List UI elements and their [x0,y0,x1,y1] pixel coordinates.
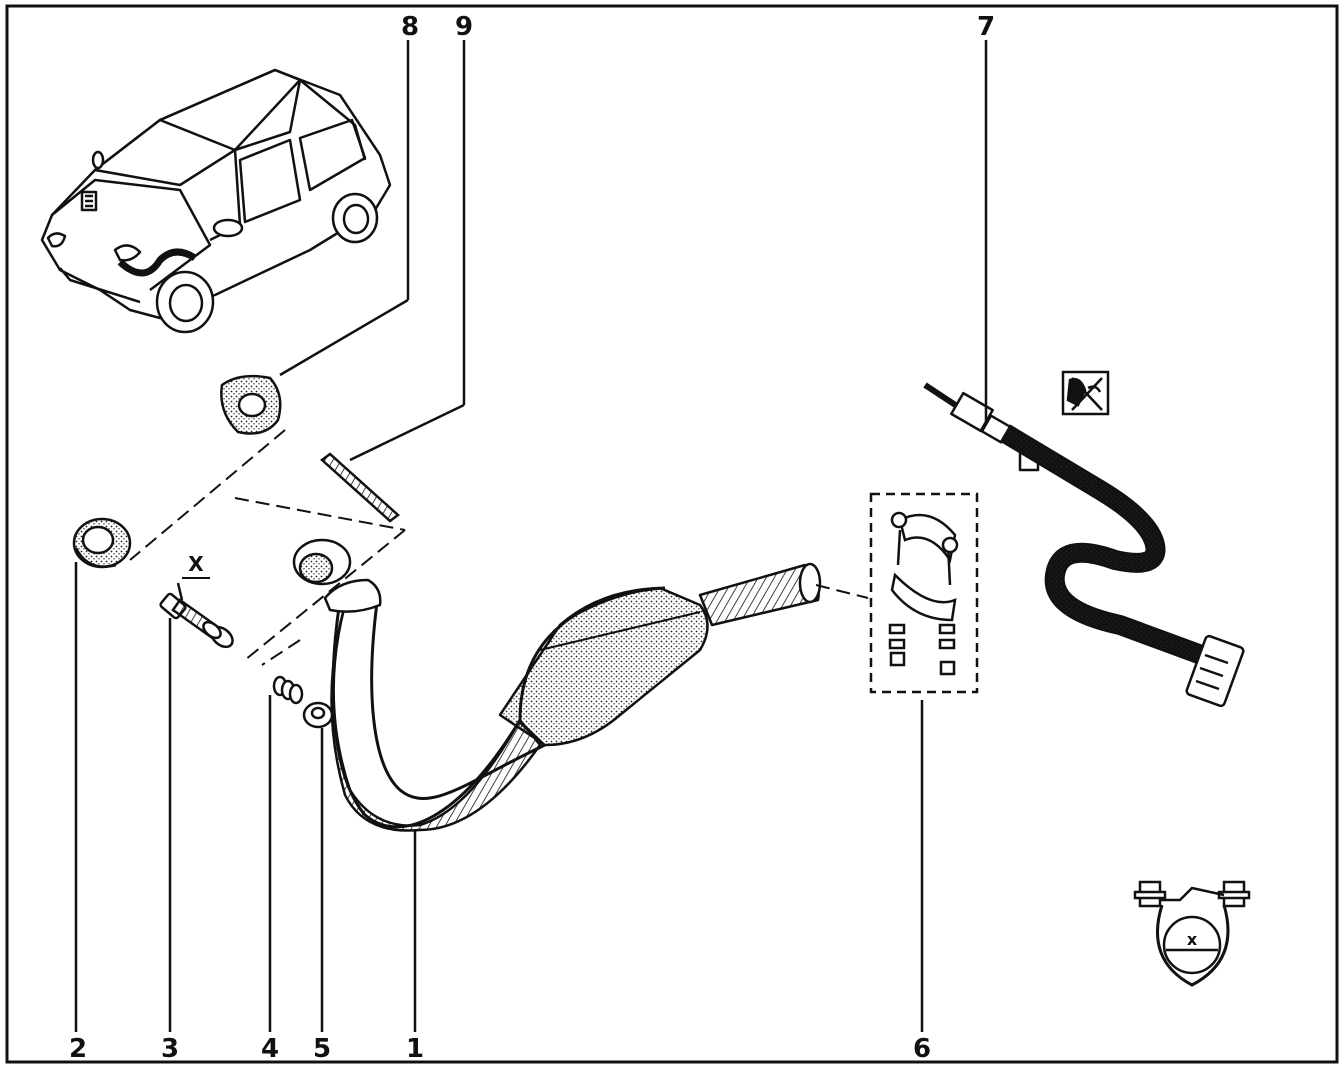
callout-2: 2 [68,1034,88,1064]
callout-4: 4 [260,1034,280,1064]
clamp-dimension-detail [1133,880,1251,987]
callout-9: 9 [454,12,474,42]
assembly-dash-lines [129,429,869,666]
callout-8: 8 [400,12,420,42]
car-illustration [40,68,392,334]
part-2-seal-ring [72,517,132,569]
part-3-bolt [159,592,234,649]
part-4-spring [272,675,304,705]
part-1-exhaust-catalyst [323,562,822,832]
diagram-border [5,4,1339,1064]
callout-3: 3 [160,1034,180,1064]
part-6-clamp-kit [869,492,979,694]
callout-1: 1 [405,1034,425,1064]
part-7-oxygen-sensor [923,382,1245,708]
clamp-dimension-label: x [1186,930,1198,949]
part-9-stud [320,452,400,523]
no-grease-warning-icon [1061,370,1110,416]
pipe-inlet-ring [292,538,352,586]
bolt-dimension-label: X [188,552,204,576]
leader-lines [74,40,988,1032]
callout-7: 7 [976,12,996,42]
callout-5: 5 [312,1034,332,1064]
part-5-nut [302,701,334,729]
callout-6: 6 [912,1034,932,1064]
part-8-flange-gasket [220,374,282,435]
